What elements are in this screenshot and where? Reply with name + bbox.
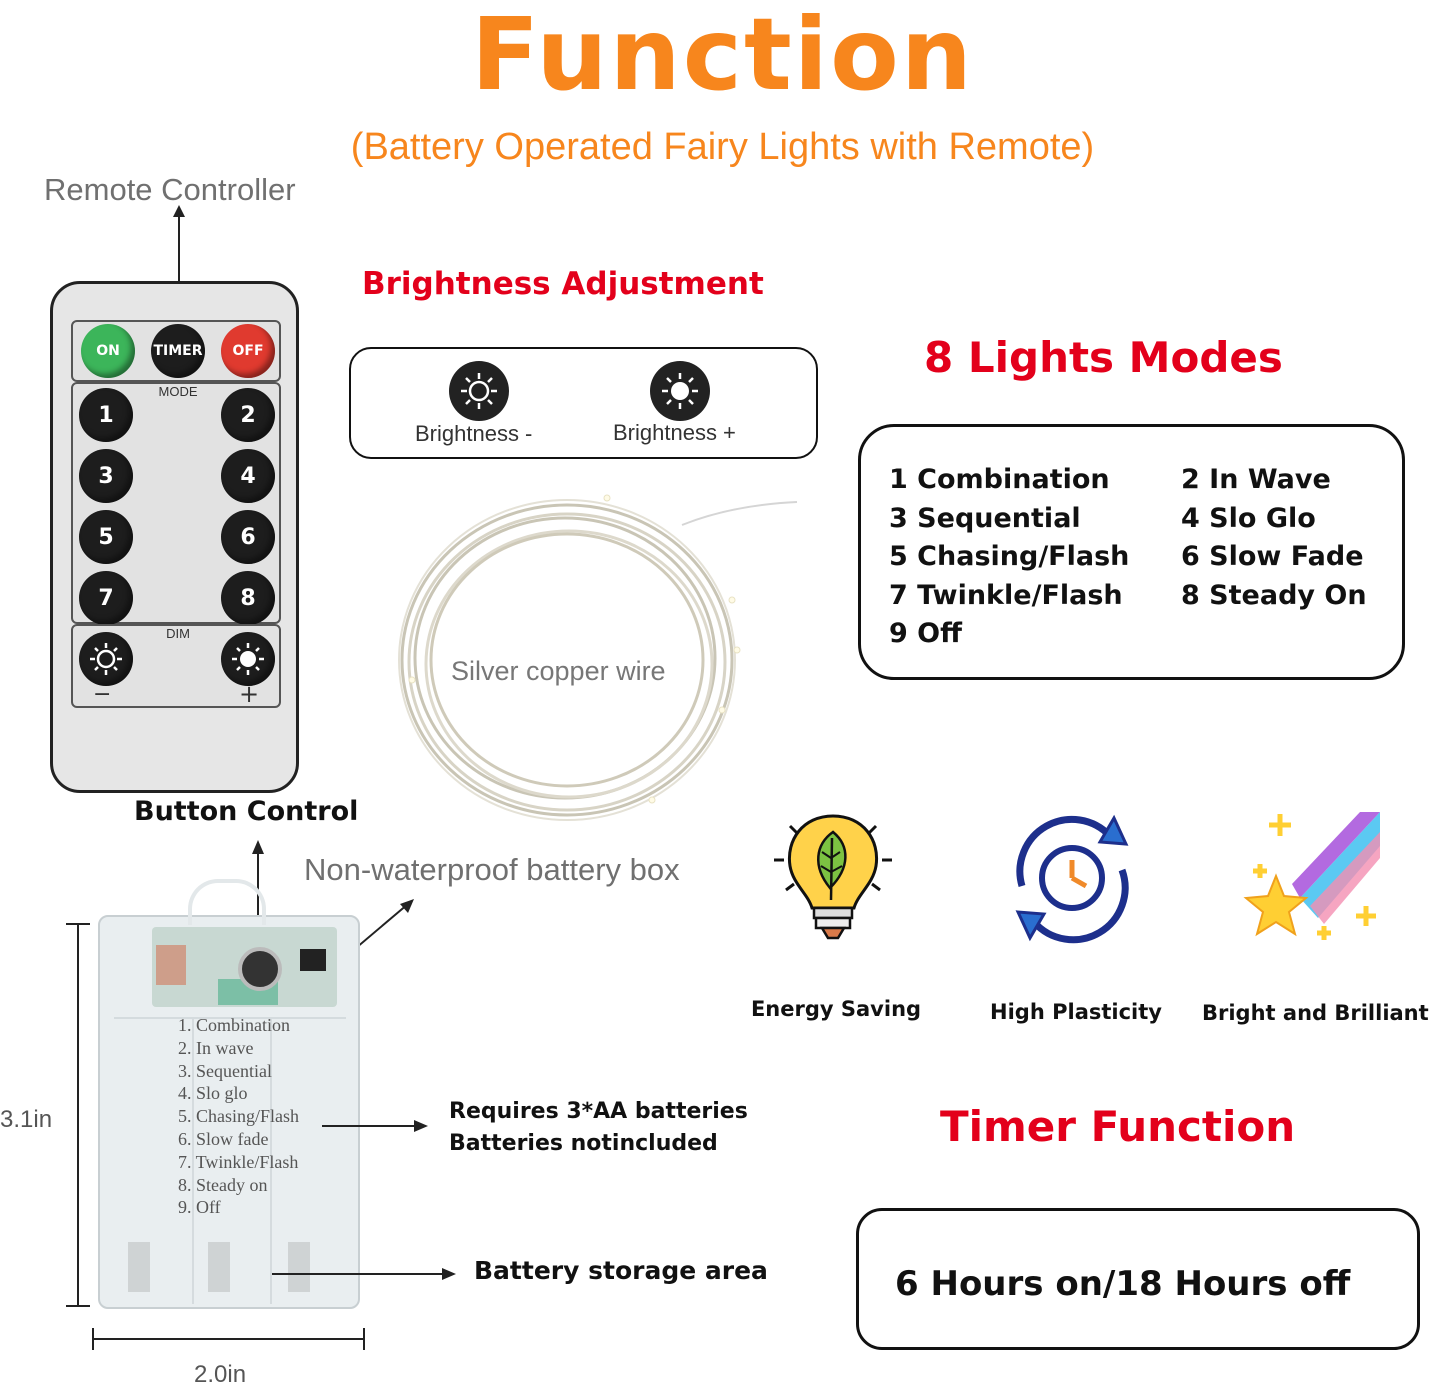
mode-6-button[interactable]: 6 bbox=[221, 510, 275, 564]
remote-controller-label: Remote Controller bbox=[44, 172, 296, 207]
feature-label-bright-brilliant: Bright and Brilliant bbox=[1202, 1001, 1429, 1025]
mode-7-button[interactable]: 7 bbox=[79, 571, 133, 625]
circuit-board bbox=[152, 927, 337, 1007]
button-control-label: Button Control bbox=[134, 796, 359, 827]
mode-8-button[interactable]: 8 bbox=[221, 571, 275, 625]
width-dimension-line bbox=[92, 1328, 365, 1350]
dim-plus-button[interactable] bbox=[221, 632, 275, 686]
requires-line-1: Requires 3*AA batteries bbox=[449, 1099, 748, 1124]
mode-item: 3 Sequential bbox=[889, 502, 1081, 534]
remote-dim-panel: DIM − + bbox=[71, 624, 281, 708]
mode-5-button[interactable]: 5 bbox=[79, 510, 133, 564]
timer-button[interactable]: TIMER bbox=[151, 324, 205, 378]
mode-item: 2 In Wave bbox=[1181, 464, 1331, 495]
battery-mode-item: 4. Slo glo bbox=[178, 1083, 248, 1104]
brightness-minus-label: Brightness - bbox=[415, 421, 533, 446]
battery-mode-list: 1. Combination 2. In wave 3. Sequential … bbox=[178, 1014, 299, 1219]
sun-dim-icon bbox=[461, 373, 497, 409]
timer-heading: Timer Function bbox=[940, 1102, 1296, 1151]
dim-plus-sign: + bbox=[239, 680, 260, 708]
shooting-star-icon bbox=[1243, 812, 1380, 940]
battery-mode-item: 5. Chasing/Flash bbox=[178, 1106, 300, 1127]
page-title: Function bbox=[471, 0, 974, 113]
wire-label: Silver copper wire bbox=[451, 656, 666, 686]
mode-item: 7 Twinkle/Flash bbox=[889, 579, 1123, 611]
battery-mode-item: 1. Combination bbox=[178, 1015, 290, 1035]
height-label: 3.1in bbox=[0, 1106, 53, 1133]
mode-item: 6 Slow Fade bbox=[1181, 541, 1364, 572]
brightness-heading: Brightness Adjustment bbox=[362, 266, 764, 302]
sun-bright-icon bbox=[662, 373, 698, 409]
modes-column-left: 1 Combination 3 Sequential 5 Chasing/Fla… bbox=[889, 461, 1129, 654]
mode-item: 5 Chasing/Flash bbox=[889, 541, 1130, 572]
brightness-plus-button[interactable] bbox=[650, 361, 710, 421]
modes-column-right: 2 In Wave 4 Slo Glo 6 Slow Fade 8 Steady… bbox=[1181, 461, 1367, 615]
mode-item: 1 Combination bbox=[889, 464, 1110, 495]
lightbulb-leaf-icon bbox=[774, 814, 892, 940]
remote-mode-panel: MODE 1 2 3 4 5 6 7 8 bbox=[71, 382, 281, 625]
mode-item: 9 Off bbox=[889, 618, 963, 649]
width-label: 2.0in bbox=[194, 1361, 247, 1388]
dim-label: DIM bbox=[166, 626, 190, 641]
mode-item: 8 Steady On bbox=[1181, 579, 1367, 611]
battery-mode-item: 9. Off bbox=[178, 1197, 221, 1218]
battery-mode-item: 6. Slow fade bbox=[178, 1128, 269, 1149]
battery-mode-item: 8. Steady on bbox=[178, 1174, 268, 1195]
mode-item: 4 Slo Glo bbox=[1181, 502, 1316, 534]
clock-cycle-icon bbox=[1015, 814, 1129, 944]
page-subtitle: (Battery Operated Fairy Lights with Remo… bbox=[350, 126, 1095, 168]
remote-top-panel: ON TIMER OFF bbox=[71, 320, 281, 382]
requires-line-2: Batteries notincluded bbox=[449, 1131, 718, 1156]
power-button[interactable] bbox=[238, 947, 282, 991]
battery-hook bbox=[188, 879, 266, 925]
requires-arrow bbox=[322, 1120, 428, 1132]
sun-bright-icon bbox=[232, 643, 264, 675]
mode-4-button[interactable]: 4 bbox=[221, 449, 275, 503]
requires-batteries-text: Requires 3*AA batteries Batteries notinc… bbox=[449, 1096, 748, 1160]
on-button[interactable]: ON bbox=[81, 324, 135, 378]
feature-label-energy-saving: Energy Saving bbox=[750, 997, 922, 1021]
mode-1-button[interactable]: 1 bbox=[79, 388, 133, 442]
dim-minus-sign: − bbox=[93, 682, 112, 707]
timer-text: 6 Hours on/18 Hours off bbox=[895, 1264, 1351, 1304]
modes-box: 1 Combination 3 Sequential 5 Chasing/Fla… bbox=[858, 424, 1405, 680]
silver-copper-wire-image bbox=[398, 494, 798, 821]
battery-box-image bbox=[98, 879, 360, 1309]
off-button[interactable]: OFF bbox=[221, 324, 275, 378]
mode-label: MODE bbox=[158, 384, 198, 399]
dim-minus-button[interactable] bbox=[79, 632, 133, 686]
feature-label-high-plasticity: High Plasticity bbox=[990, 1000, 1162, 1024]
battery-mode-item: 2. In wave bbox=[178, 1037, 254, 1058]
brightness-minus-button[interactable] bbox=[449, 361, 509, 421]
timer-box: 6 Hours on/18 Hours off bbox=[856, 1208, 1420, 1350]
mode-3-button[interactable]: 3 bbox=[79, 449, 133, 503]
storage-label: Battery storage area bbox=[474, 1256, 768, 1285]
battery-box-label: Non-waterproof battery box bbox=[304, 852, 680, 887]
height-dimension-line bbox=[66, 923, 90, 1307]
remote-controller: ON TIMER OFF MODE 1 2 3 4 5 6 7 8 DIM − … bbox=[50, 281, 299, 793]
brightness-plus-label: Brightness + bbox=[613, 420, 736, 445]
storage-arrow bbox=[272, 1268, 456, 1280]
mode-2-button[interactable]: 2 bbox=[221, 388, 275, 442]
brightness-box: Brightness - Brightness + bbox=[349, 347, 818, 459]
sun-dim-icon bbox=[90, 643, 122, 675]
battery-mode-item: 3. Sequential bbox=[178, 1060, 272, 1081]
modes-heading: 8 Lights Modes bbox=[924, 333, 1283, 382]
battery-mode-item: 7. Twinkle/Flash bbox=[178, 1151, 299, 1172]
